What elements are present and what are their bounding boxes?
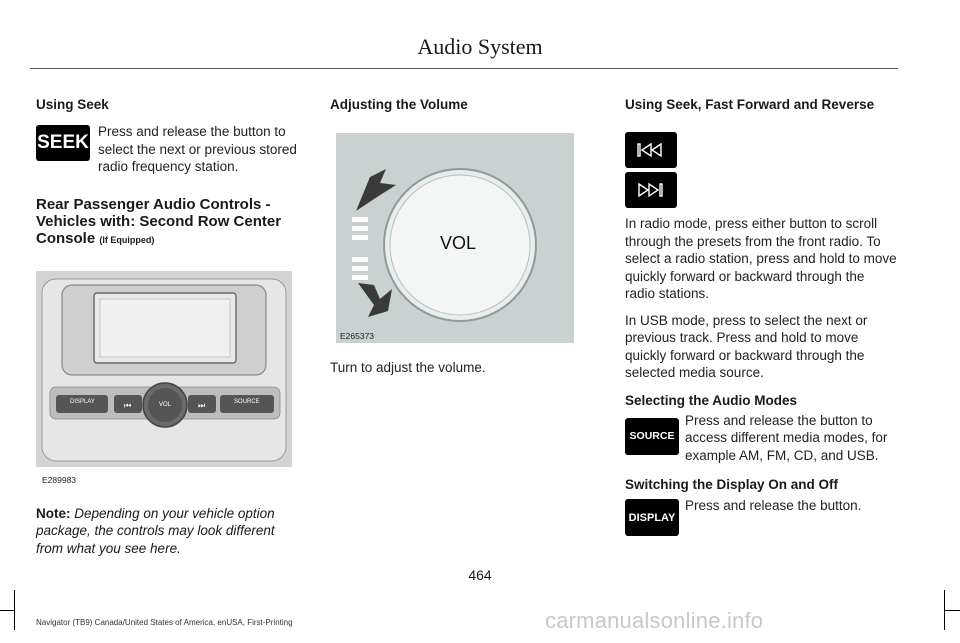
header-divider bbox=[30, 68, 898, 69]
rear-figure-code: E289983 bbox=[42, 474, 77, 485]
audio-modes-heading: Selecting the Audio Modes bbox=[625, 392, 798, 408]
rear-controls-heading: Rear Passenger Audio Controls - Vehicles… bbox=[36, 196, 304, 249]
skip-forward-glyph bbox=[638, 182, 663, 198]
display-text: Press and release the button. bbox=[685, 498, 862, 513]
skip-forward-icon bbox=[625, 172, 677, 208]
column-left: Using Seek SEEK Press and release the bu… bbox=[36, 96, 304, 557]
crop-mark bbox=[14, 590, 15, 630]
volume-heading: Adjusting the Volume bbox=[330, 97, 468, 112]
source-button-icon: SOURCE bbox=[625, 417, 679, 455]
rear-vol-label: VOL bbox=[159, 401, 172, 408]
skip-back-icon bbox=[625, 132, 677, 168]
vol-knob-label: VOL bbox=[440, 233, 477, 253]
note: Note: Depending on your vehicle option p… bbox=[36, 505, 304, 558]
edition-footer: Navigator (TB9) Canada/United States of … bbox=[36, 618, 293, 627]
watermark: carmanualsonline.info bbox=[545, 608, 764, 633]
note-text: Depending on your vehicle option package… bbox=[36, 505, 275, 556]
skip-back-glyph bbox=[637, 142, 662, 158]
seek-heading: Using Seek bbox=[36, 97, 109, 112]
crop-mark bbox=[0, 610, 14, 611]
svg-text:⏭: ⏭ bbox=[198, 401, 205, 410]
volume-figure-code: E265373 bbox=[340, 331, 375, 341]
display-button-icon: DISPLAY bbox=[625, 499, 679, 536]
page-number: 464 bbox=[468, 567, 492, 583]
audio-modes-text: Press and release the button to access d… bbox=[685, 412, 888, 463]
note-label: Note: bbox=[36, 505, 71, 521]
volume-text: Turn to adjust the volume. bbox=[330, 360, 486, 375]
seek-button-icon: SEEK bbox=[36, 125, 90, 161]
display-instruction: DISPLAY Press and release the button. bbox=[625, 497, 897, 536]
crop-mark bbox=[945, 610, 960, 611]
audio-modes-instruction: SOURCE Press and release the button to a… bbox=[625, 412, 897, 465]
radio-mode-text: In radio mode, press either button to sc… bbox=[625, 216, 897, 301]
rear-controls-figure: ⏮ ⏭ DISPLAY VOL SOURCE E289983 bbox=[36, 270, 292, 491]
rear-controls-heading-suffix: (If Equipped) bbox=[99, 234, 155, 245]
seek-text: Press and release the button to select t… bbox=[98, 124, 297, 174]
rear-source-label: SOURCE bbox=[234, 398, 260, 405]
svg-text:⏮: ⏮ bbox=[124, 401, 131, 410]
seek-instruction: SEEK Press and release the button to sel… bbox=[36, 97, 304, 176]
page-title: Audio System bbox=[417, 34, 543, 59]
volume-figure: VOL E265373 bbox=[336, 133, 574, 343]
rear-controls-heading-text: Rear Passenger Audio Controls - Vehicles… bbox=[36, 195, 282, 247]
seek-ff-heading: Using Seek, Fast Forward and Reverse bbox=[625, 97, 875, 112]
usb-mode-text: In USB mode, press to select the next or… bbox=[625, 312, 868, 381]
rear-display-label: DISPLAY bbox=[70, 398, 95, 405]
rear-console-illustration: ⏮ ⏭ bbox=[36, 270, 292, 491]
crop-mark bbox=[944, 590, 945, 630]
column-right: Using Seek, Fast Forward and Reverse In … bbox=[625, 96, 897, 536]
column-middle: Adjusting the Volume VOL E265373 Turn to… bbox=[330, 96, 592, 377]
display-heading: Switching the Display On and Off bbox=[625, 477, 839, 492]
volume-knob-illustration bbox=[336, 133, 574, 343]
